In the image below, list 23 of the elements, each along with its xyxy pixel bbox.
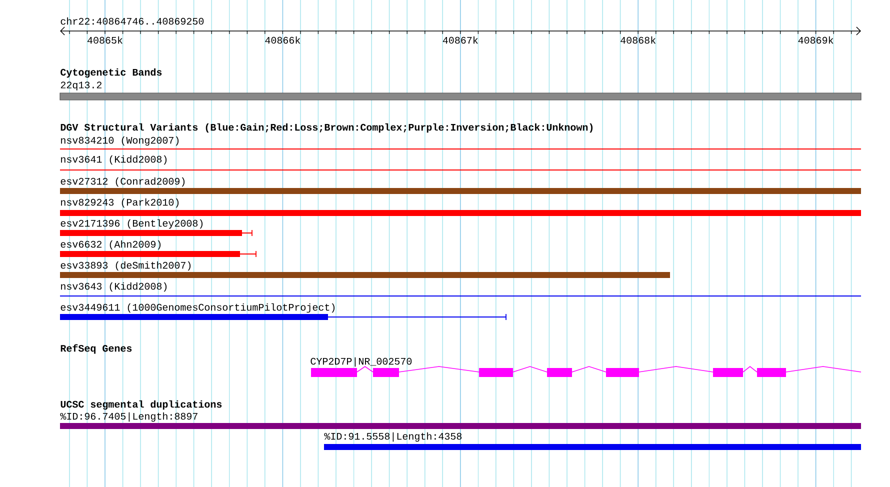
position-label: chr22:40864746..40869250 bbox=[60, 17, 204, 25]
axis-tick-label: 40865k bbox=[88, 36, 122, 44]
feature-label: %ID:91.5558|Length:4358 bbox=[324, 432, 462, 442]
feature-label: %ID:96.7405|Length:8897 bbox=[60, 412, 198, 422]
feature-label: nsv3643 (Kidd2008) bbox=[61, 282, 167, 292]
feature-label: esv27312 (Conrad2009) bbox=[60, 177, 185, 187]
feature-label: 22q13.2 bbox=[60, 82, 102, 90]
axis-tick-label: 40868k bbox=[620, 36, 656, 44]
feature-label: nsv3641 (Kidd2008) bbox=[61, 155, 167, 165]
feature-label: CYP2D7P|NR_002570 bbox=[310, 357, 412, 367]
feature-label: esv33893 (deSmith2007) bbox=[60, 261, 191, 271]
axis-tick-label: 40866k bbox=[265, 36, 300, 44]
axis-tick-label: 40869k bbox=[798, 36, 834, 44]
feature-label: esv6632 (Ahn2009) bbox=[60, 240, 161, 250]
axis-tick-label: 40867k bbox=[442, 36, 478, 44]
feature-label: esv2171396 (Bentley2008) bbox=[60, 219, 203, 229]
track-title: Cytogenetic Bands bbox=[60, 68, 162, 78]
feature-label: nsv829243 (Park2010) bbox=[61, 198, 179, 208]
feature-label: nsv834210 (Wong2007) bbox=[61, 136, 179, 146]
track-title: DGV Structural Variants (Blue:Gain;Red:Loss;Brown:Complex;Purple:Inversion;Black:Unknown) bbox=[60, 123, 593, 133]
track-title: RefSeq Genes bbox=[60, 344, 132, 354]
track-title: UCSC segmental duplications bbox=[60, 400, 222, 410]
feature-label: esv3449611 (1000GenomesConsortiumPilotProject) bbox=[60, 303, 335, 313]
